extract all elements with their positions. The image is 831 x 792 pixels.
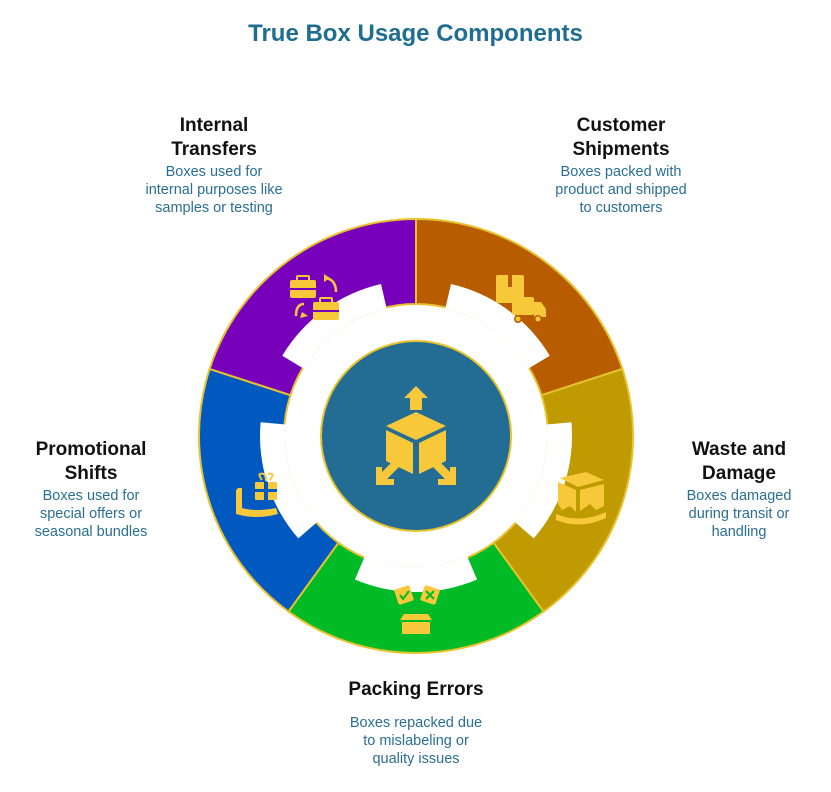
segment-notch-waste xyxy=(514,422,572,539)
segment-notch-packing xyxy=(354,556,478,592)
segment-notch-promo xyxy=(260,422,318,539)
gift-box-hand-icon xyxy=(236,472,278,517)
packing-error-icon xyxy=(394,585,440,634)
segment-notch-internal xyxy=(282,283,387,369)
segment-notch-customer xyxy=(445,283,550,369)
box-distribution-icon xyxy=(376,386,456,485)
heading-packing-errors: Packing Errors xyxy=(348,679,484,700)
damaged-box-icon xyxy=(556,472,606,525)
transfer-briefcase-icon xyxy=(290,274,339,320)
delivery-truck-icon xyxy=(496,275,546,323)
diagram-title: True Box Usage Components xyxy=(248,20,583,47)
